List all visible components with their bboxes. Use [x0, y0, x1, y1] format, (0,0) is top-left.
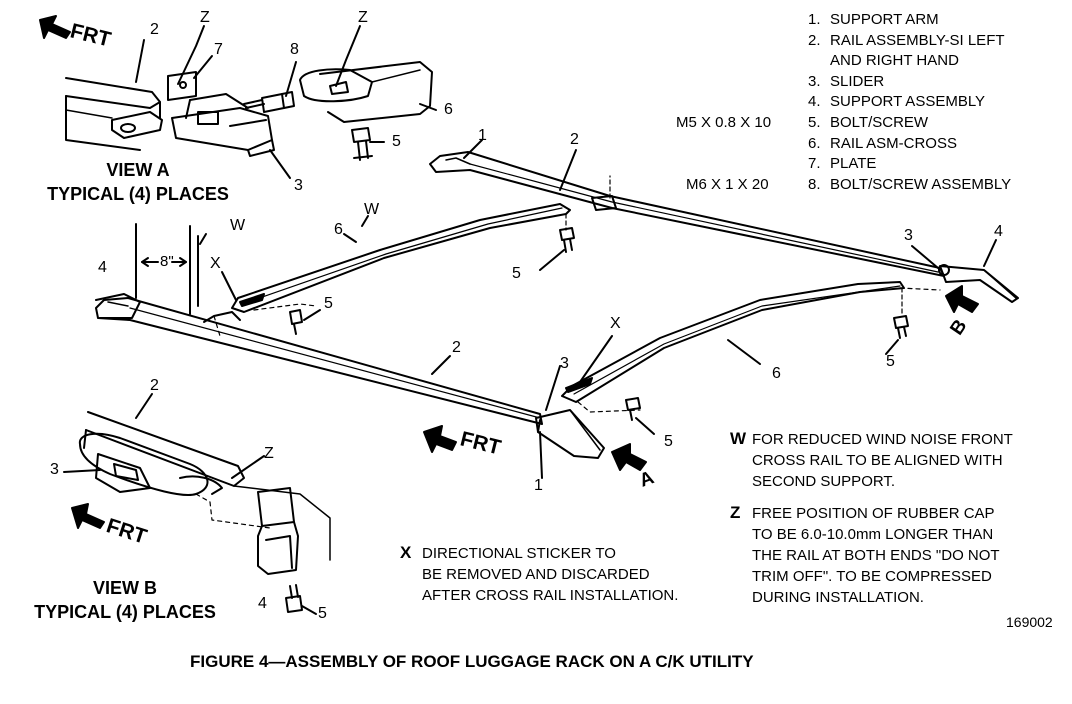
legend-item: 6.RAIL ASM-CROSS [808, 134, 957, 152]
legend-item: 7.PLATE [808, 155, 877, 173]
note-w-key: W [730, 429, 747, 448]
callout-z: Z [264, 445, 274, 462]
callout-4: 4 [994, 223, 1003, 240]
callout-5: 5 [318, 605, 327, 622]
note-w-line: CROSS RAIL TO BE ALIGNED WITH [752, 452, 1003, 469]
callout-6: 6 [772, 365, 781, 382]
legend-item-continuation: AND RIGHT HAND [830, 52, 959, 70]
callout-1: 1 [478, 127, 487, 144]
spec-bolt-8: M6 X 1 X 20 [686, 176, 769, 193]
spec-bolt-5: M5 X 0.8 X 10 [676, 114, 772, 131]
callout-5: 5 [392, 133, 401, 150]
figure-id: 169002 [1006, 614, 1053, 630]
legend-item: 4.SUPPORT ASSEMBLY [808, 93, 986, 111]
callout-5: 5 [324, 295, 333, 312]
callout-6: 6 [444, 101, 453, 118]
legend-item: 8.BOLT/SCREW ASSEMBLY [808, 175, 1012, 193]
note-x-key: X [400, 543, 412, 562]
note-w-line: SECOND SUPPORT. [752, 473, 896, 490]
callout-3: 3 [560, 355, 569, 372]
note-w: W FOR REDUCED WIND NOISE FRONT CROSS RAIL… [730, 428, 1013, 492]
callout-6: 6 [334, 221, 343, 238]
legend-item: 1.SUPPORT ARM [808, 11, 939, 28]
note-z-line: FREE POSITION OF RUBBER CAP [752, 505, 995, 522]
note-w-line: FOR REDUCED WIND NOISE FRONT [752, 431, 1013, 448]
legend-item: 5.BOLT/SCREW [808, 113, 929, 131]
callout-3: 3 [294, 177, 303, 194]
callout-8: 8 [290, 41, 299, 58]
callout-w: W [230, 217, 246, 234]
view-b-detail [63, 393, 331, 615]
callout-4: 4 [258, 595, 267, 612]
main-assembly [95, 139, 1019, 479]
view-a-subtitle: TYPICAL (4) PLACES [47, 184, 229, 204]
view-a-title: VIEW A TYPICAL (4) PLACES [32, 158, 244, 206]
parts-legend: 1.SUPPORT ARM 2.RAIL ASSEMBLY-SI LEFT AN… [808, 10, 1011, 195]
note-z-line: THE RAIL AT BOTH ENDS "DO NOT [752, 547, 1000, 564]
callout-5: 5 [512, 265, 521, 282]
callout-7: 7 [214, 41, 223, 58]
dimension-8-inch: 8" [160, 253, 174, 270]
figure-caption: FIGURE 4—ASSEMBLY OF ROOF LUGGAGE RACK O… [190, 652, 754, 671]
callout-2: 2 [570, 131, 579, 148]
note-z: Z FREE POSITION OF RUBBER CAP TO BE 6.0-1… [730, 502, 1000, 608]
view-b-subtitle: TYPICAL (4) PLACES [34, 602, 216, 622]
note-x-line: DIRECTIONAL STICKER TO [422, 545, 616, 562]
callout-z: Z [358, 9, 368, 26]
note-x-line: AFTER CROSS RAIL INSTALLATION. [422, 587, 679, 604]
note-z-line: DURING INSTALLATION. [752, 589, 924, 606]
callout-5: 5 [886, 353, 895, 370]
callout-x: X [210, 255, 221, 272]
callout-3: 3 [50, 461, 59, 478]
callout-1: 1 [534, 477, 543, 494]
note-z-key: Z [730, 503, 741, 522]
callout-z: Z [200, 9, 210, 26]
callout-2: 2 [452, 339, 461, 356]
view-b-title: VIEW B TYPICAL (4) PLACES [16, 576, 234, 624]
callout-2: 2 [150, 21, 159, 38]
callout-x: X [610, 315, 621, 332]
legend-item: 2.RAIL ASSEMBLY-SI LEFT [808, 31, 1005, 49]
callout-5: 5 [664, 433, 673, 450]
callout-w: W [364, 201, 380, 218]
view-b-name: VIEW B [92, 578, 157, 598]
note-x-line: BE REMOVED AND DISCARDED [422, 566, 650, 583]
callout-4: 4 [98, 259, 107, 276]
callout-3: 3 [904, 227, 913, 244]
view-a-name: VIEW A [106, 160, 170, 180]
note-x: X DIRECTIONAL STICKER TO BE REMOVED AND D… [400, 542, 678, 606]
callout-2: 2 [150, 377, 159, 394]
view-a-detail [39, 15, 437, 179]
note-z-line: TO BE 6.0-10.0mm LONGER THAN [752, 526, 994, 543]
note-z-line: TRIM OFF". TO BE COMPRESSED [752, 568, 992, 585]
legend-item: 3.SLIDER [808, 72, 885, 90]
